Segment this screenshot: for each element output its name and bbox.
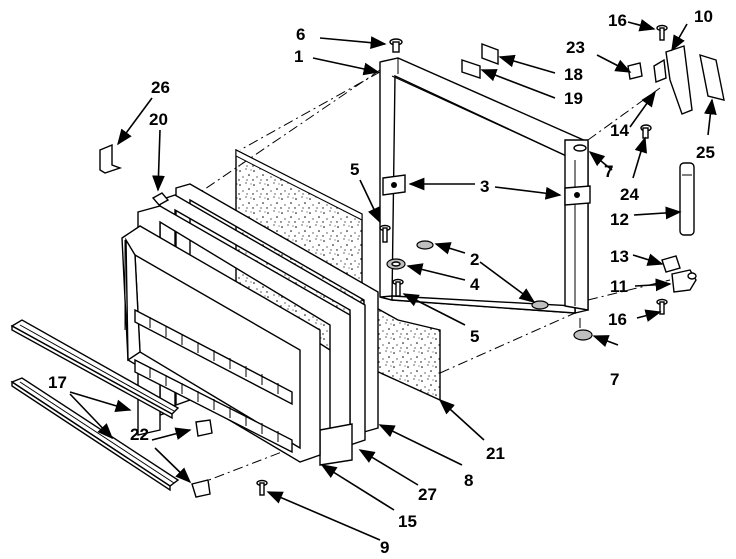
cap-7 — [573, 329, 593, 341]
callout-13: 13 — [610, 247, 629, 266]
liner-shelf-lower — [134, 358, 293, 454]
callout-26: 26 — [151, 78, 170, 97]
callout-16a: 16 — [608, 11, 627, 30]
callout-6: 6 — [296, 25, 305, 44]
callout-27: 27 — [418, 485, 437, 504]
callout-5a: 5 — [350, 160, 359, 179]
callout-8: 8 — [464, 471, 473, 490]
rail-end-caps — [191, 419, 213, 498]
callout-2: 2 — [470, 250, 479, 269]
callout-labels: 1 2 3 4 5 5 5 6 7 7 7 8 9 10 11 12 13 14… — [48, 7, 715, 557]
callout-24: 24 — [620, 185, 639, 204]
callout-3: 3 — [480, 177, 489, 196]
callout-12: 12 — [610, 210, 629, 229]
callout-7a: 7 — [604, 162, 613, 181]
door-gaskets — [137, 183, 379, 466]
callout-4: 4 — [470, 275, 480, 294]
callout-7b: 7 — [610, 370, 619, 389]
callout-16b: 16 — [608, 310, 627, 329]
callout-20: 20 — [149, 110, 168, 129]
callout-10: 10 — [694, 7, 713, 26]
callout-18: 18 — [564, 65, 583, 84]
brackets — [99, 143, 170, 206]
screw-16-bottom — [656, 298, 668, 315]
washer-4 — [386, 258, 406, 270]
callout-5b: 5 — [470, 327, 479, 346]
screw-16-top — [656, 24, 668, 41]
pin-7 — [573, 144, 587, 152]
callout-25: 25 — [696, 143, 715, 162]
callout-1: 1 — [294, 47, 303, 66]
callout-19: 19 — [564, 89, 583, 108]
callout-21: 21 — [486, 444, 505, 463]
screw-top-6 — [389, 38, 403, 53]
screw-hinge-5 — [379, 224, 391, 243]
callout-9: 9 — [380, 538, 389, 557]
callout-14: 14 — [610, 121, 629, 140]
screw-9 — [256, 479, 268, 496]
inner-door-liner — [121, 225, 321, 463]
screws — [256, 24, 668, 496]
door-shelf-rails — [10, 319, 180, 492]
callout-15: 15 — [398, 512, 417, 531]
callout-11: 11 — [610, 277, 628, 296]
outer-door-panel — [379, 57, 591, 314]
callout-23: 23 — [566, 38, 585, 57]
hinge-assembly — [461, 42, 725, 293]
callout-17: 17 — [48, 373, 67, 392]
screw-lower-5 — [392, 278, 404, 297]
callout-22: 22 — [130, 425, 149, 444]
liner-shelf-upper — [134, 308, 293, 406]
leader-arrows — [69, 19, 717, 541]
